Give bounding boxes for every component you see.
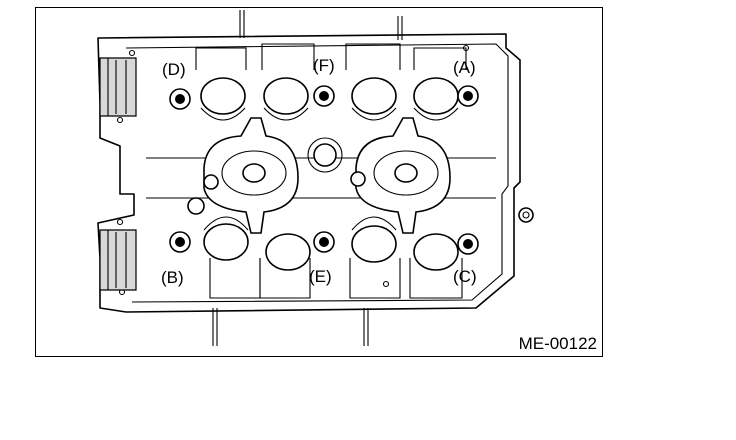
bolt-label-b: (B) [161,268,184,287]
bolt-label-d: (D) [162,60,186,79]
bolt-e [313,231,335,253]
bolt-f [313,85,335,107]
bolt-label-e: (E) [309,267,332,286]
bolt-label-a: (A) [453,58,476,77]
left-journal-caps [99,57,137,291]
lower-ports [203,216,463,299]
bolt-b [169,231,191,253]
bolt-d [169,88,191,110]
bolt-label-c: (C) [453,267,477,286]
chamber-covers [187,117,451,234]
figure-code: ME-00122 [518,334,597,353]
bolts [169,85,479,255]
bolt-label-f: (F) [313,56,335,75]
bolt-labels: (D) (F) (A) (B) (E) (C) [161,56,477,287]
studs [212,10,403,346]
bolt-a [457,85,479,107]
upper-ports [195,43,467,121]
bolt-c [457,233,479,255]
figure-frame: (D) (F) (A) (B) (E) (C) ME-00122 [35,7,603,357]
cylinder-head-diagram: (D) (F) (A) (B) (E) (C) [97,10,534,346]
